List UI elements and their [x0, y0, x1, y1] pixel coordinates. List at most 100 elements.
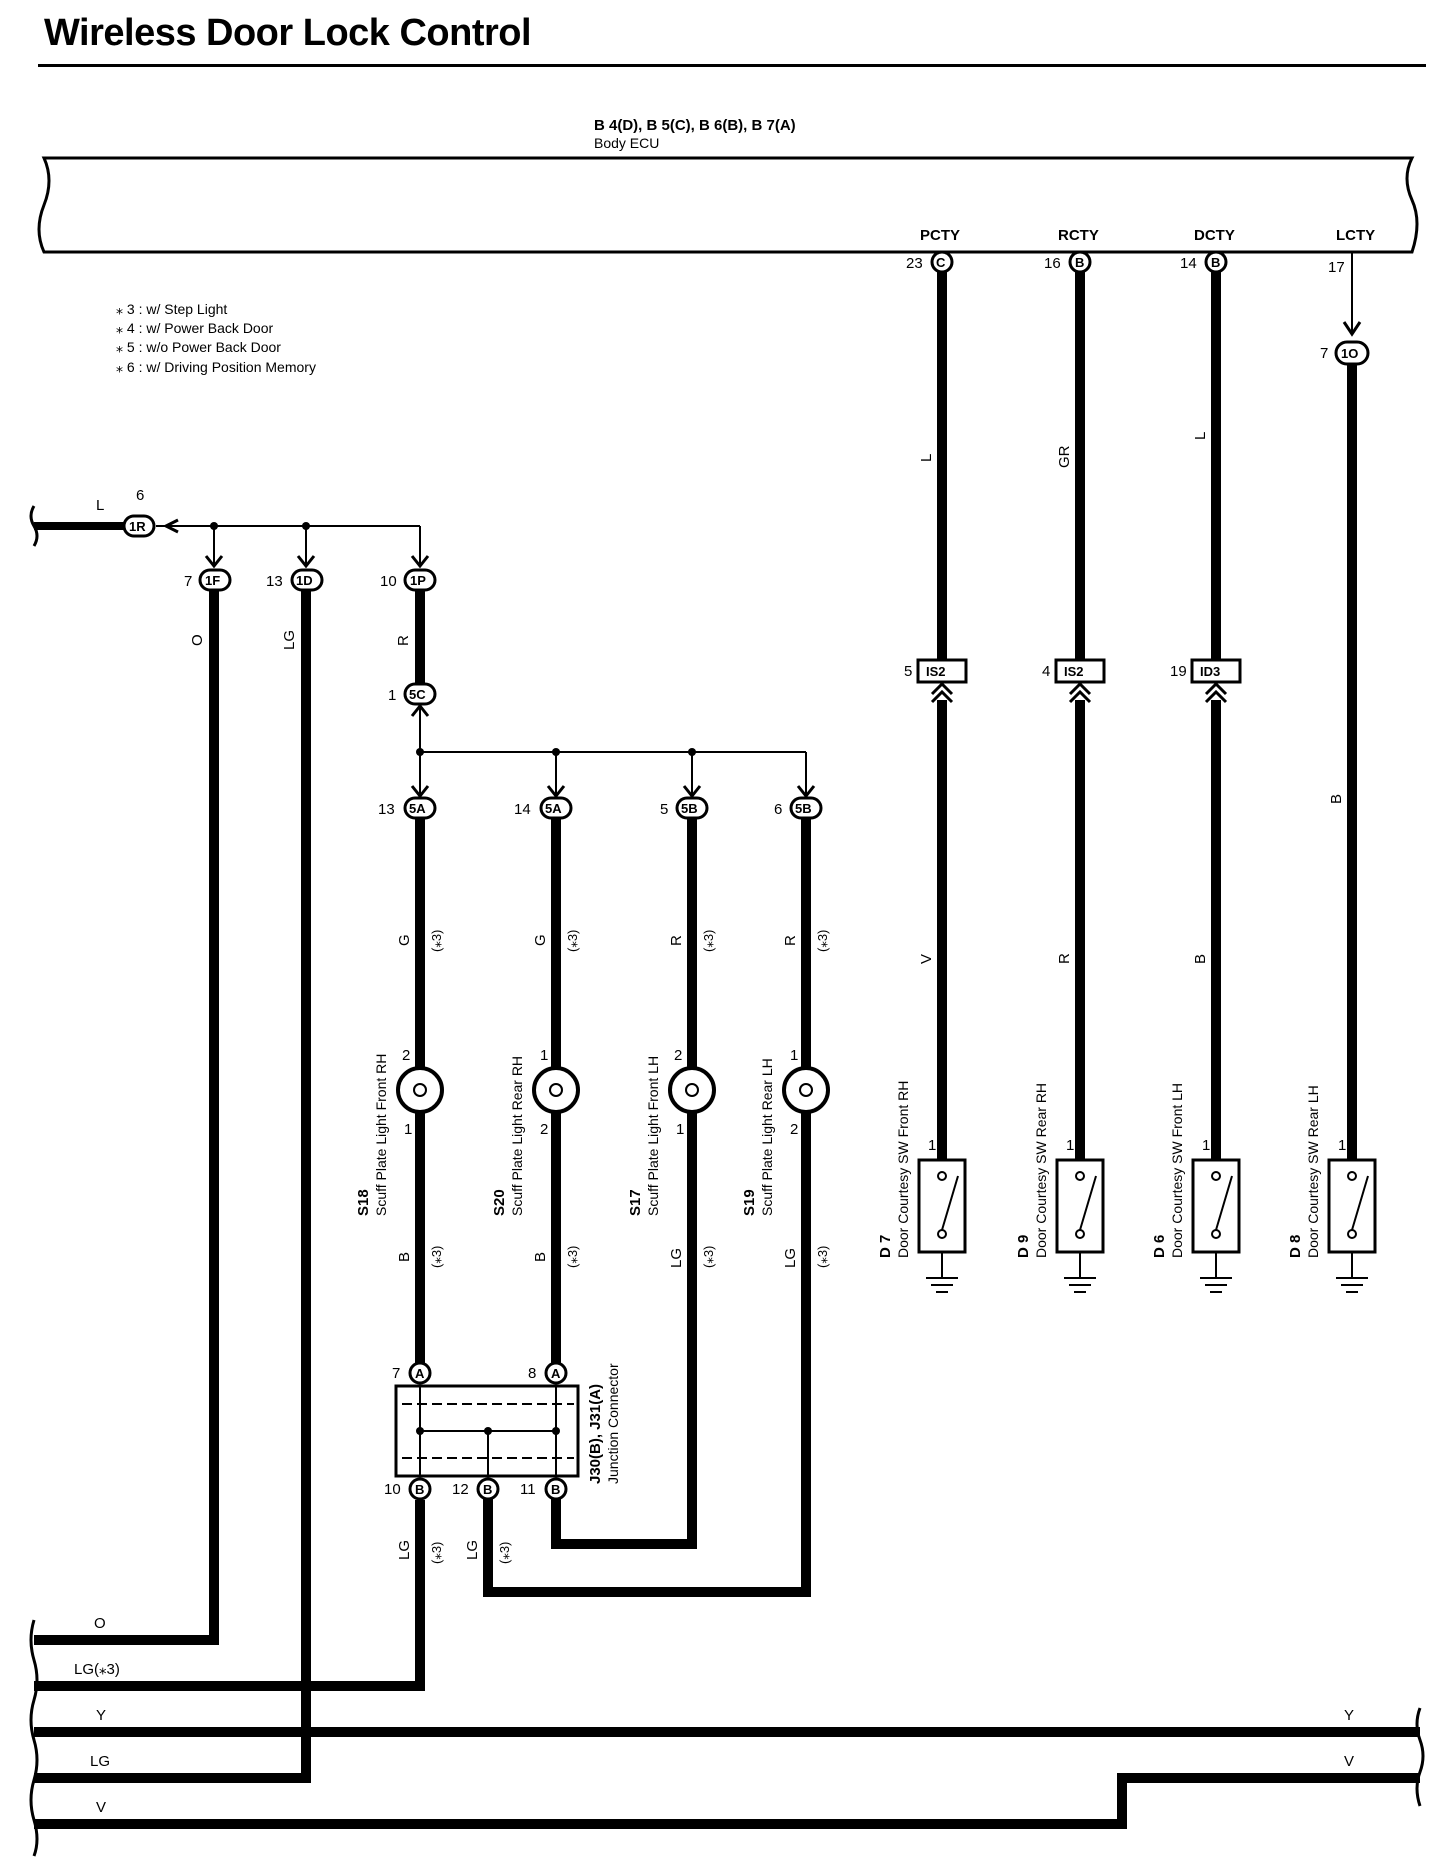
svg-text:2: 2	[674, 1047, 682, 1064]
svg-text:B: B	[1192, 954, 1209, 964]
svg-text:5C: 5C	[409, 687, 426, 702]
connector-1f: 7 1F	[184, 568, 232, 592]
ecu-terminal-rcty: RCTY	[1058, 227, 1099, 244]
svg-text:(⁎3): (⁎3)	[497, 1542, 512, 1564]
svg-text:IS2: IS2	[1064, 664, 1084, 679]
svg-text:Scuff Plate Light Front RH: Scuff Plate Light Front RH	[373, 1054, 389, 1216]
svg-text:5: 5	[904, 663, 912, 680]
svg-text:B: B	[551, 1482, 560, 1497]
svg-text:(⁎3): (⁎3)	[701, 1246, 716, 1268]
svg-text:C: C	[936, 255, 946, 270]
svg-text:Scuff Plate Light Rear LH: Scuff Plate Light Rear LH	[759, 1058, 775, 1216]
ecu-pin-pcty: 23 C	[906, 250, 954, 274]
svg-text:B: B	[1075, 255, 1084, 270]
left-feed-wire-color: L	[96, 497, 104, 514]
wire-o	[34, 590, 219, 1645]
svg-text:LG: LG	[464, 1540, 481, 1560]
svg-text:(⁎3): (⁎3)	[815, 930, 830, 952]
svg-text:1: 1	[404, 1121, 412, 1138]
ecu-terminal-dcty: DCTY	[1194, 227, 1235, 244]
wire-lg-color: LG	[281, 630, 298, 650]
svg-text:S17: S17	[627, 1189, 644, 1216]
svg-text:1R: 1R	[129, 519, 146, 534]
svg-text:(⁎3): (⁎3)	[815, 1246, 830, 1268]
connector-1p: 10 1P	[380, 568, 437, 592]
connector-id3-19: 19 ID3	[1170, 658, 1242, 704]
svg-text:B: B	[415, 1482, 424, 1497]
svg-text:13: 13	[266, 573, 283, 590]
scuff-light-s20: G (⁎3) 1 2 S20 Scuff Plate Light Rear RH…	[491, 818, 580, 1370]
svg-text:B: B	[532, 1252, 549, 1262]
svg-text:5B: 5B	[681, 801, 698, 816]
svg-text:LG: LG	[782, 1248, 799, 1268]
svg-text:1: 1	[388, 687, 396, 704]
svg-text:1: 1	[1066, 1137, 1074, 1154]
ecu-pin-lcty: 17	[1328, 252, 1362, 337]
door-switch-d6: 1 D 6 Door Courtesy SW Front LH	[1151, 1083, 1241, 1293]
svg-text:Junction Connector: Junction Connector	[605, 1363, 621, 1484]
scuff-light-s19: R (⁎3) 1 2 S19 Scuff Plate Light Rear LH…	[483, 818, 830, 1597]
svg-text:6: 6	[774, 801, 782, 818]
svg-text:D 7: D 7	[877, 1235, 894, 1258]
svg-text:Door Courtesy SW Front LH: Door Courtesy SW Front LH	[1169, 1083, 1185, 1258]
junction-connector: 7 A 8 A 10 B 12 B 11 B J30(B), J31(A) Ju…	[384, 1361, 621, 1501]
scuff-light-s17: R (⁎3) 2 1 S17 Scuff Plate Light Front L…	[551, 818, 716, 1549]
connector-1o: 7 1O	[1320, 340, 1370, 366]
svg-text:2: 2	[402, 1047, 410, 1064]
note-4: ⁎ 4 : w/ Power Back Door	[116, 320, 274, 336]
svg-text:12: 12	[452, 1481, 469, 1498]
bus-label-v: V	[96, 1799, 106, 1816]
svg-text:Door Courtesy SW Front RH: Door Courtesy SW Front RH	[895, 1081, 911, 1258]
svg-text:A: A	[551, 1366, 561, 1381]
svg-text:5: 5	[660, 801, 668, 818]
svg-text:17: 17	[1328, 259, 1345, 276]
svg-text:(⁎3): (⁎3)	[429, 1246, 444, 1268]
svg-text:LG: LG	[668, 1248, 685, 1268]
svg-text:Door Courtesy SW Rear RH: Door Courtesy SW Rear RH	[1033, 1083, 1049, 1258]
svg-text:1: 1	[790, 1047, 798, 1064]
svg-text:B: B	[1328, 794, 1345, 804]
svg-text:IS2: IS2	[926, 664, 946, 679]
svg-text:7: 7	[1320, 345, 1328, 362]
svg-text:Scuff Plate Light Front LH: Scuff Plate Light Front LH	[645, 1056, 661, 1216]
svg-text:D 9: D 9	[1015, 1235, 1032, 1258]
door-switch-d8: 1 D 8 Door Courtesy SW Rear LH	[1287, 1085, 1377, 1293]
connector-5b-6: 6 5B	[774, 796, 823, 820]
ecu-terminal-pcty: PCTY	[920, 227, 960, 244]
ecu-connectors: B 4(D), B 5(C), B 6(B), B 7(A)	[594, 117, 796, 134]
svg-text:11: 11	[520, 1481, 536, 1498]
svg-text:1O: 1O	[1341, 346, 1358, 361]
svg-text:14: 14	[514, 801, 531, 818]
svg-text:G: G	[396, 934, 413, 946]
svg-text:1: 1	[676, 1121, 684, 1138]
left-feed-pin: 6	[136, 487, 144, 504]
svg-text:5A: 5A	[409, 801, 426, 816]
note-6: ⁎ 6 : w/ Driving Position Memory	[116, 359, 316, 375]
connector-1d: 13 1D	[266, 568, 324, 592]
svg-text:1: 1	[1202, 1137, 1210, 1154]
svg-text:4: 4	[1042, 663, 1050, 680]
svg-text:J30(B), J31(A): J30(B), J31(A)	[587, 1384, 604, 1484]
svg-text:1: 1	[1338, 1137, 1346, 1154]
svg-text:1: 1	[928, 1137, 936, 1154]
ecu-terminal-lcty: LCTY	[1336, 227, 1375, 244]
svg-text:14: 14	[1180, 255, 1197, 272]
svg-text:GR: GR	[1056, 445, 1073, 468]
bus-label-v-right: V	[1344, 1753, 1354, 1770]
connector-5c: 1 5C	[388, 682, 437, 717]
svg-text:(⁎3): (⁎3)	[429, 1542, 444, 1564]
svg-text:13: 13	[378, 801, 395, 818]
page-title: Wireless Door Lock Control	[44, 12, 532, 54]
svg-text:5B: 5B	[795, 801, 812, 816]
svg-text:8: 8	[528, 1365, 536, 1382]
bus-right-break	[1415, 1707, 1425, 1807]
svg-text:7: 7	[184, 573, 192, 590]
svg-text:S20: S20	[491, 1189, 508, 1216]
ecu-box	[37, 156, 1419, 254]
connector-is2-4: 4 IS2	[1042, 658, 1106, 704]
svg-text:B: B	[1211, 255, 1220, 270]
svg-text:7: 7	[392, 1365, 400, 1382]
svg-text:R: R	[668, 935, 685, 946]
wire-o-color: O	[189, 634, 206, 646]
